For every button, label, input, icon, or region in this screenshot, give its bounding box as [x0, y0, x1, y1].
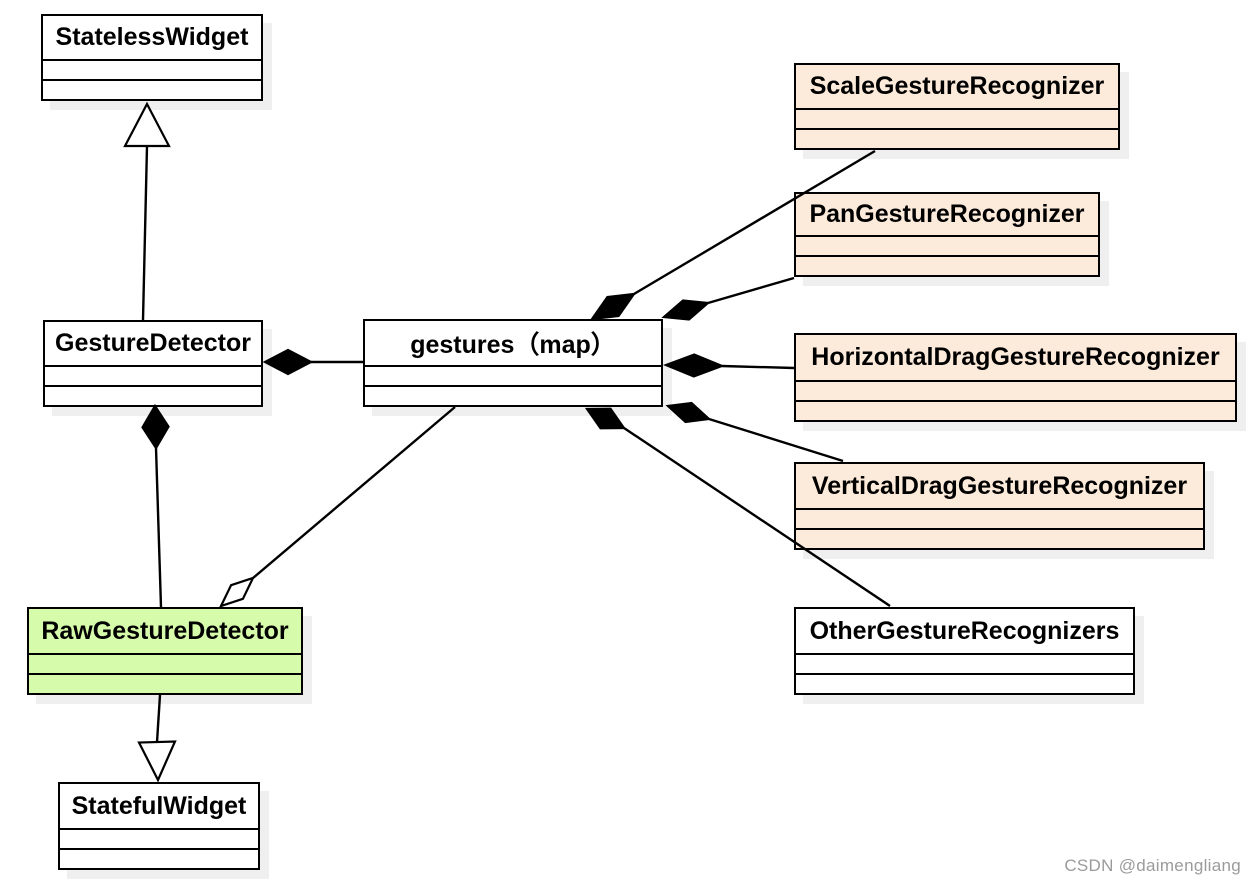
class-compartment — [365, 385, 661, 405]
marker-triangle-open — [123, 101, 171, 148]
class-title-scale-recognizer: ScaleGestureRecognizer — [809, 72, 1105, 100]
marker-diamond-filled — [262, 348, 314, 376]
edge-gestures-map-pan-recognizer — [661, 276, 795, 321]
edge-gesture-detector-stateless-widget — [123, 101, 171, 321]
class-box-gestures-map: gestures（map） — [363, 319, 663, 407]
marker-diamond-filled — [141, 403, 170, 451]
edge-gesture-detector-raw-gesture-detector — [141, 403, 170, 608]
class-title-gesture-detector: GestureDetector — [55, 329, 251, 357]
class-compartment — [43, 79, 261, 99]
class-compartment — [45, 365, 261, 385]
class-compartment — [796, 255, 1098, 275]
marker-diamond-filled — [665, 401, 712, 424]
edge-gestures-map-horizontal-recognizer — [662, 353, 795, 378]
class-box-vertical-recognizer: VerticalDragGestureRecognizer — [794, 462, 1205, 550]
class-box-stateful-widget: StatefulWidget — [58, 782, 260, 870]
class-compartment — [43, 59, 261, 79]
class-title-raw-gesture-detector: RawGestureDetector — [41, 616, 289, 645]
class-title-stateful-widget: StatefulWidget — [71, 791, 247, 820]
marker-triangle-open — [137, 740, 177, 783]
class-compartment — [796, 380, 1235, 400]
class-box-horizontal-recognizer: HorizontalDragGestureRecognizer — [794, 333, 1237, 422]
marker-diamond-filled — [584, 407, 627, 430]
class-compartment — [796, 508, 1203, 528]
class-compartment — [796, 673, 1133, 693]
class-title-other-recognizers: OtherGestureRecognizers — [809, 616, 1120, 645]
class-box-raw-gesture-detector: RawGestureDetector — [27, 607, 303, 695]
class-compartment — [60, 828, 258, 848]
class-compartment — [796, 653, 1133, 673]
class-compartment — [29, 653, 301, 673]
class-title-pan-recognizer: PanGestureRecognizer — [809, 200, 1085, 228]
class-title-stateless-widget: StatelessWidget — [55, 23, 249, 51]
edge-raw-gesture-detector-stateful-widget — [137, 694, 177, 783]
class-title-vertical-recognizer: VerticalDragGestureRecognizer — [811, 471, 1188, 500]
watermark-text: CSDN @daimengliang — [1064, 856, 1241, 875]
class-compartment — [796, 128, 1118, 148]
marker-diamond-filled — [662, 353, 726, 378]
class-compartment — [796, 108, 1118, 128]
class-compartment — [45, 385, 261, 405]
class-title-horizontal-recognizer: HorizontalDragGestureRecognizer — [811, 343, 1220, 371]
edge-raw-gesture-detector-gestures-map — [218, 406, 456, 608]
class-box-scale-recognizer: ScaleGestureRecognizer — [794, 63, 1120, 150]
edge-gesture-detector-gestures-map — [262, 348, 363, 376]
class-box-gesture-detector: GestureDetector — [43, 320, 263, 407]
class-compartment — [796, 528, 1203, 548]
marker-diamond-filled — [661, 299, 711, 321]
marker-diamond-open — [218, 576, 256, 608]
class-compartment — [796, 400, 1235, 420]
class-compartment — [60, 848, 258, 868]
class-compartment — [796, 235, 1098, 255]
marker-diamond-filled — [589, 292, 637, 321]
class-title-gestures-map: gestures（map） — [410, 331, 616, 359]
class-compartment — [29, 673, 301, 693]
class-box-pan-recognizer: PanGestureRecognizer — [794, 192, 1100, 277]
class-compartment — [365, 365, 661, 385]
class-box-stateless-widget: StatelessWidget — [41, 14, 263, 101]
class-box-other-recognizers: OtherGestureRecognizers — [794, 607, 1135, 695]
